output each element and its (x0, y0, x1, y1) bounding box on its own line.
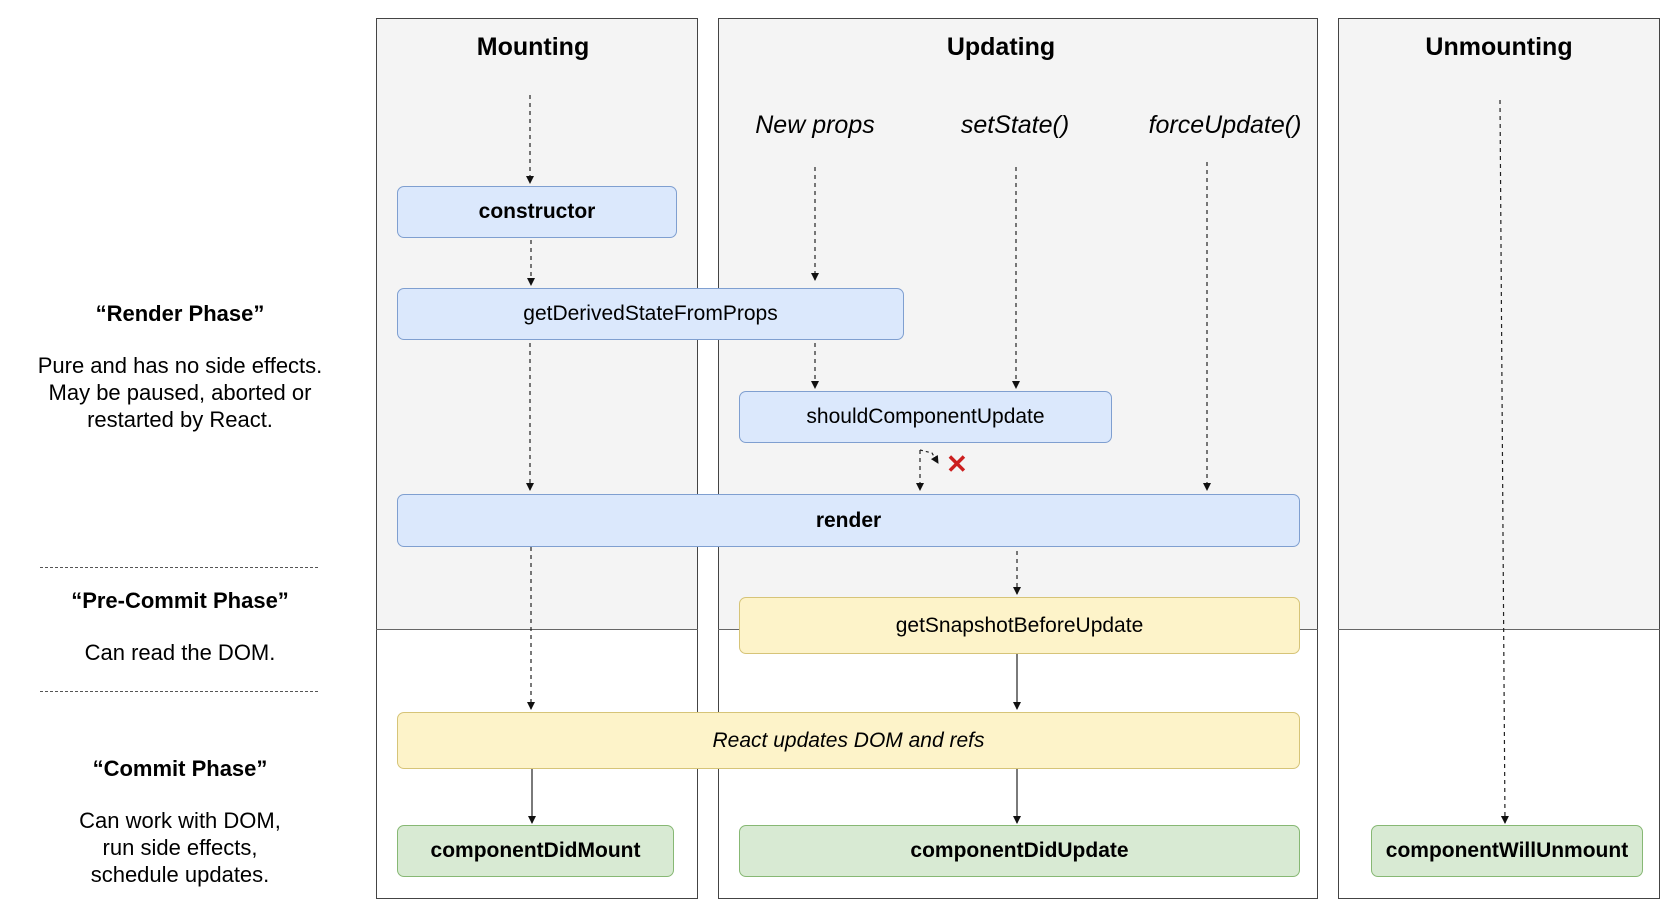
unmounting-column (1338, 18, 1660, 899)
skip-render-marker: ✕ (946, 449, 968, 479)
arrow-unmount-start (1499, 99, 1509, 824)
trigger-set-state: setState() (960, 111, 1070, 139)
phase-divider-2 (40, 691, 318, 692)
arrow-scu-skip (919, 449, 939, 464)
method-component-did-update: componentDidUpdate (739, 825, 1300, 877)
phase-divider-1 (40, 567, 318, 568)
column-title-unmounting: Unmounting (1425, 33, 1573, 61)
commit-phase-description: Can work with DOM, run side effects, sch… (79, 808, 281, 887)
unmounting-phase-separator (1338, 629, 1660, 630)
render-phase-description: Pure and has no side effects. May be pau… (37, 353, 323, 432)
render-phase-title: “Render Phase” (95, 301, 265, 326)
commit-phase-legend: “Commit Phase” Can work with DOM, run si… (15, 755, 345, 888)
method-component-will-unmount: componentWillUnmount (1371, 825, 1643, 877)
updating-column (718, 18, 1318, 899)
render-phase-legend: “Render Phase” Pure and has no side effe… (15, 300, 345, 433)
precommit-phase-legend: “Pre-Commit Phase” Can read the DOM. (15, 587, 345, 666)
column-title-updating: Updating (946, 33, 1056, 61)
method-constructor: constructor (397, 186, 677, 238)
precommit-phase-description: Can read the DOM. (84, 640, 276, 665)
mounting-phase-separator (376, 629, 698, 630)
method-get-derived-state-from-props: getDerivedStateFromProps (397, 288, 904, 340)
trigger-force-update: forceUpdate() (1148, 111, 1302, 139)
precommit-phase-title: “Pre-Commit Phase” (71, 588, 289, 613)
method-component-did-mount: componentDidMount (397, 825, 674, 877)
method-get-snapshot-before-update: getSnapshotBeforeUpdate (739, 597, 1300, 654)
trigger-new-props: New props (755, 111, 875, 139)
mounting-column (376, 18, 698, 899)
method-should-component-update: shouldComponentUpdate (739, 391, 1112, 443)
column-title-mounting: Mounting (476, 33, 590, 61)
commit-phase-title: “Commit Phase” (92, 756, 268, 781)
react-updates-dom-and-refs: React updates DOM and refs (397, 712, 1300, 769)
method-render: render (397, 494, 1300, 547)
unmounting-render-area (1338, 18, 1660, 630)
